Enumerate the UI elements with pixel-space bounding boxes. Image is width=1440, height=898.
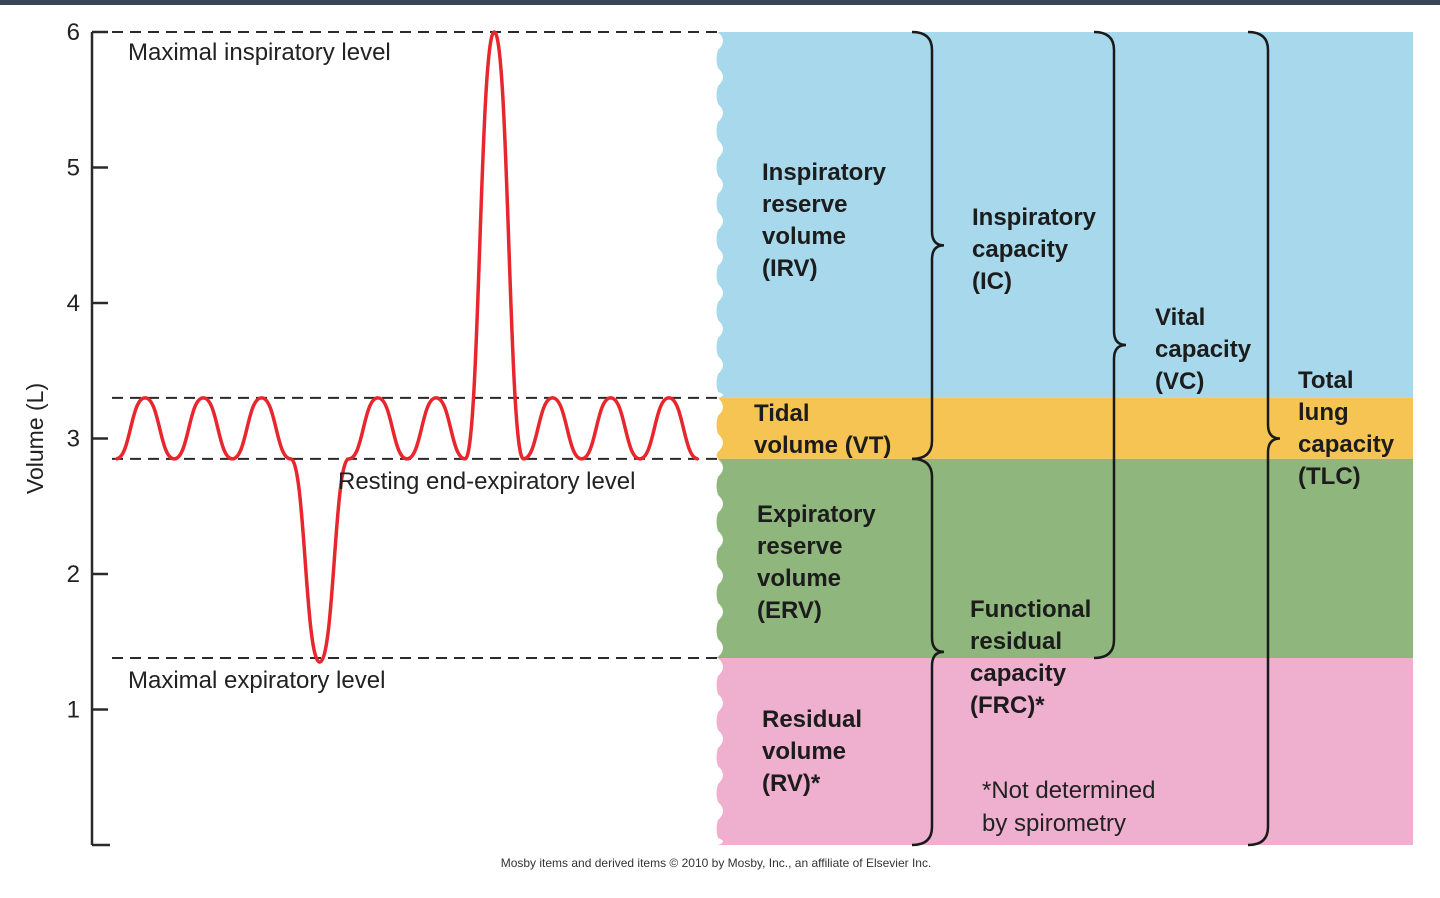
capacity-label-tlc-line-2: lung	[1298, 399, 1349, 426]
spirometry-footnote-line-1: *Not determined	[982, 777, 1155, 804]
capacity-label-ic: Inspiratory capacity (IC)	[972, 204, 1097, 295]
trace-point-13	[493, 30, 496, 34]
band-label-erv-line-3: volume	[757, 565, 841, 592]
trace-point-2	[173, 457, 176, 461]
brace-vc	[1093, 30, 1127, 660]
spirometry-footnote-line-2: by spirometry	[982, 810, 1126, 837]
y-tick-label-6: 6	[67, 19, 80, 46]
trace-point-4	[231, 457, 234, 461]
capacity-label-vc-line-2: capacity	[1155, 336, 1252, 363]
trace-point-11	[434, 396, 438, 400]
capacity-label-frc-line-1: Functional	[970, 596, 1091, 623]
trace-point-0	[114, 457, 118, 461]
spirometry-footnote: *Not determined by spirometry	[982, 777, 1155, 837]
trace-point-3	[202, 396, 205, 400]
band-label-irv-line-4: (IRV)	[762, 255, 818, 282]
band-label-irv-line-2: reserve	[762, 191, 847, 218]
band-label-rv-line-2: volume	[762, 738, 846, 765]
capacity-label-frc-line-2: residual	[970, 628, 1062, 655]
trace-point-20	[696, 457, 700, 461]
capacity-label-ic-line-1: Inspiratory	[972, 204, 1097, 231]
capacity-label-frc-line-4: (FRC)*	[970, 692, 1045, 719]
label-maximal-inspiratory-level: Maximal inspiratory level	[128, 39, 391, 66]
band-label-erv-line-4: (ERV)	[757, 597, 822, 624]
capacity-label-tlc-line-3: capacity	[1298, 431, 1395, 458]
band-label-rv-line-3: (RV)*	[762, 770, 821, 797]
trace-point-8	[347, 457, 350, 461]
capacity-label-ic-line-2: capacity	[972, 236, 1069, 263]
trace-point-15	[551, 396, 554, 400]
band-label-erv-line-2: reserve	[757, 533, 842, 560]
top-border	[0, 0, 1440, 5]
band-label-rv-line-1: Residual	[762, 706, 862, 733]
band-label-erv-line-1: Expiratory	[757, 501, 876, 528]
label-resting-end-expiratory-level: Resting end-expiratory level	[338, 468, 635, 495]
capacity-label-frc: Functional residual capacity (FRC)*	[970, 596, 1091, 719]
trace-point-9	[376, 396, 380, 400]
band-volume-vt	[716, 397, 1413, 459]
brace-frc	[911, 457, 945, 847]
trace-point-12	[464, 457, 467, 461]
capacity-label-vc-line-3: (VC)	[1155, 368, 1204, 395]
brace-ic	[911, 30, 945, 461]
band-label-volume-vt-line-1: Tidal	[754, 400, 810, 427]
y-tick-label-2: 2	[67, 561, 80, 588]
capacity-label-ic-line-3: (IC)	[972, 268, 1012, 295]
trace-point-6	[289, 457, 292, 461]
trace-point-1	[143, 396, 147, 400]
capacity-label-tlc-line-4: (TLC)	[1298, 463, 1361, 490]
spirometry-trace-line	[115, 30, 699, 664]
trace-point-16	[580, 457, 583, 461]
y-tick-label-4: 4	[67, 290, 80, 317]
y-axis-title: Volume (L)	[22, 383, 48, 494]
y-tick-label-5: 5	[67, 155, 80, 182]
band-label-irv-line-3: volume	[762, 223, 846, 250]
capacity-label-tlc-line-1: Total	[1298, 367, 1354, 394]
band-label-irv-line-1: Inspiratory	[762, 159, 887, 186]
band-label-volume-vt: Tidal volume (VT)	[754, 400, 891, 459]
band-label-rv: Residual volume (RV)*	[762, 706, 862, 797]
band-erv	[716, 458, 1413, 659]
band-label-irv: Inspiratory reserve volume (IRV)	[762, 159, 887, 282]
band-rv	[716, 658, 1413, 845]
label-maximal-expiratory-level: Maximal expiratory level	[128, 667, 385, 694]
trace-point-17	[609, 396, 612, 400]
trace-point-19	[667, 396, 671, 400]
y-tick-label-3: 3	[67, 426, 80, 453]
copyright-credit: Mosby items and derived items © 2010 by …	[501, 856, 932, 870]
brace-tlc	[1247, 30, 1281, 847]
y-tick-label-1: 1	[67, 697, 80, 724]
band-irv	[716, 32, 1413, 398]
band-label-erv: Expiratory reserve volume (ERV)	[757, 501, 876, 624]
trace-point-14	[522, 457, 525, 461]
trace-point-7	[318, 660, 321, 664]
band-label-volume-vt-line-2: volume (VT)	[754, 432, 891, 459]
trace-point-5	[260, 396, 263, 400]
trace-point-18	[638, 457, 641, 461]
capacity-label-tlc: Total lung capacity (TLC)	[1298, 367, 1395, 490]
capacity-label-vc-line-1: Vital	[1155, 304, 1205, 331]
capacity-label-vc: Vital capacity (VC)	[1155, 304, 1252, 395]
capacity-label-frc-line-3: capacity	[970, 660, 1067, 687]
trace-point-10	[405, 457, 409, 461]
